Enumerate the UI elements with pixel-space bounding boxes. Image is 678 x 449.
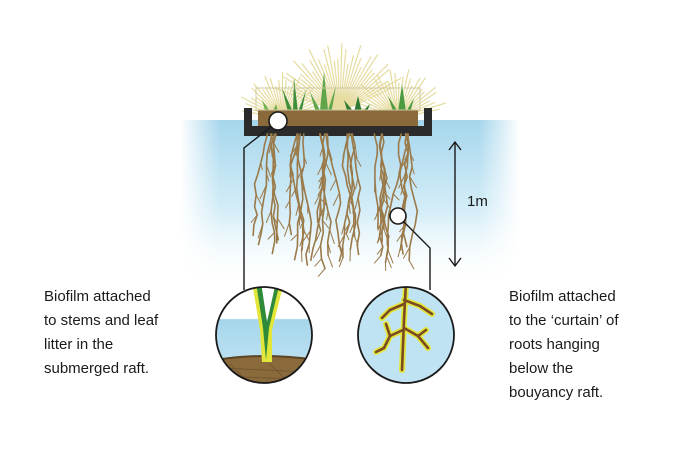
- caption-line: below the: [509, 360, 574, 377]
- callout-marker-roots: [389, 207, 407, 225]
- buoyancy-raft: [244, 87, 432, 136]
- caption-line: Biofilm attached: [509, 288, 616, 305]
- callout-marker-stems: [268, 111, 288, 131]
- caption-roots-biofilm: Biofilm attached to the ‘curtain’ of roo…: [509, 285, 619, 405]
- caption-line: submerged raft.: [44, 360, 150, 377]
- caption-line: litter in the: [44, 336, 114, 353]
- depth-label: 1m: [467, 193, 488, 210]
- caption-line: roots hanging: [509, 336, 600, 353]
- zoom-circle-stems: [216, 287, 312, 383]
- zoom-circle-roots: [358, 287, 454, 383]
- caption-line: to stems and leaf: [44, 312, 159, 329]
- root-curtain: [250, 133, 419, 277]
- caption-line: bouyancy raft.: [509, 384, 604, 401]
- caption-line: Biofilm attached: [44, 288, 151, 305]
- caption-line: to the ‘curtain’ of: [509, 312, 619, 329]
- water-fade-sides: [180, 120, 520, 290]
- caption-stems-biofilm: Biofilm attached to stems and leaf litte…: [44, 285, 158, 381]
- callout-lines: [243, 120, 431, 290]
- plant-fans: [240, 43, 446, 119]
- depth-arrow: [448, 140, 462, 268]
